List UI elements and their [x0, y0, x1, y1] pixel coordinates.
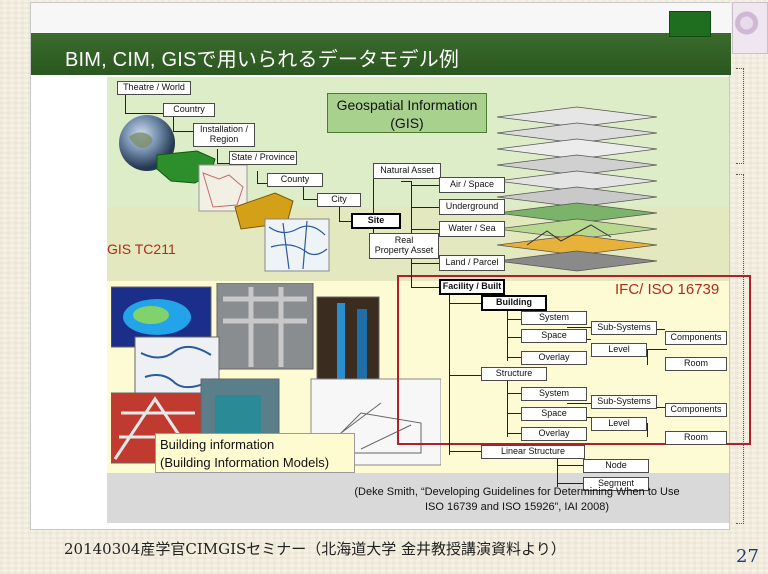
slide: BIM, CIM, GISで用いられるデータモデル例 [30, 2, 751, 530]
connector [257, 171, 258, 183]
node-land-parcel: Land / Parcel [439, 255, 505, 271]
node-space-1: Space [521, 329, 587, 343]
node-node: Node [583, 459, 649, 473]
node-underground: Underground [439, 199, 505, 215]
node-components-2: Components [665, 403, 727, 417]
connector [339, 207, 340, 221]
connector [303, 187, 304, 199]
connector [557, 483, 583, 484]
connector [339, 221, 351, 222]
bim-label: Building information (Building Informati… [155, 433, 355, 473]
connector [647, 349, 648, 365]
connector [507, 357, 521, 358]
connector [125, 113, 163, 114]
node-subsystems-1: Sub-Systems [591, 321, 657, 335]
connector [373, 173, 374, 239]
connector [637, 349, 667, 350]
connector [401, 181, 411, 182]
title-bar: BIM, CIM, GISで用いられるデータモデル例 [31, 3, 731, 75]
connector [217, 149, 218, 163]
citation-text: (Deke Smith, “Developing Guidelines for … [354, 486, 680, 513]
region-map-icon [198, 164, 248, 212]
slide-footer: 20140304産学官CIMGISセミナー（北海道大学 金井教授講演資料より） [64, 540, 566, 558]
data-model-figure: Geospatial Information (GIS) GIS TC211 I… [107, 77, 751, 523]
side-bracket [736, 68, 744, 164]
connector [303, 199, 319, 200]
connector [557, 459, 558, 487]
title-accent-block [669, 11, 711, 37]
globe-and-maps-illustration [119, 115, 330, 272]
node-linear-structure: Linear Structure [481, 445, 585, 459]
node-level-2: Level [591, 417, 647, 431]
connector [507, 433, 521, 434]
connector [647, 423, 648, 437]
mechanical-room-photo [216, 283, 314, 370]
node-room-2: Room [665, 431, 727, 445]
node-overlay-1: Overlay [521, 351, 587, 365]
city-map-icon [264, 218, 330, 272]
node-water-sea: Water / Sea [439, 221, 505, 237]
connector [411, 229, 439, 230]
connector [217, 163, 231, 164]
node-air-space: Air / Space [439, 177, 505, 193]
slide-title: BIM, CIM, GISで用いられるデータモデル例 [65, 49, 460, 71]
node-city: City [317, 193, 361, 207]
connector [507, 337, 521, 338]
page-number: 27 [736, 546, 759, 567]
connector [257, 183, 269, 184]
gis-tc211-label: GIS TC211 [107, 241, 176, 257]
gis-layers-illustration [496, 106, 658, 272]
node-system-2: System [521, 387, 587, 401]
connector [173, 131, 195, 132]
node-building: Building [481, 295, 547, 311]
connector [507, 319, 521, 320]
node-theatre-world: Theatre / World [117, 81, 191, 95]
connector [411, 237, 412, 287]
bim-label-text: Building information (Building Informati… [160, 437, 330, 470]
connector [411, 287, 439, 288]
connector [507, 309, 508, 361]
node-segment: Segment [583, 477, 649, 491]
connector [411, 185, 439, 186]
gis-label: Geospatial Information (GIS) [327, 93, 487, 133]
node-room-1: Room [665, 357, 727, 371]
node-space-2: Space [521, 407, 587, 421]
node-overlay-2: Overlay [521, 427, 587, 441]
factory-photo [316, 296, 380, 384]
node-state-province: State / Province [229, 151, 297, 165]
node-subsystems-2: Sub-Systems [591, 395, 657, 409]
connector [507, 381, 508, 437]
side-bracket [736, 174, 744, 524]
node-system-1: System [521, 311, 587, 325]
connector [449, 451, 481, 452]
connector [449, 375, 481, 376]
node-site: Site [351, 213, 401, 229]
connector [567, 327, 591, 328]
connector [449, 293, 450, 455]
connector [411, 207, 439, 208]
connector [173, 117, 174, 131]
node-installation-region: Installation / Region [193, 123, 255, 147]
connector [567, 403, 591, 404]
connector [507, 413, 521, 414]
node-components-1: Components [665, 331, 727, 345]
node-county: County [267, 173, 323, 187]
connector [557, 465, 583, 466]
node-structure: Structure [481, 367, 547, 381]
corner-decoration [732, 2, 768, 54]
connector [507, 393, 521, 394]
node-real-property-asset: Real Property Asset [369, 233, 439, 259]
ifc-frame [397, 275, 751, 445]
connector [411, 263, 439, 264]
citation: (Deke Smith, “Developing Guidelines for … [317, 485, 717, 515]
node-level-1: Level [591, 343, 647, 357]
ifc-label: IFC/ ISO 16739 [615, 281, 720, 298]
node-natural-asset: Natural Asset [373, 163, 441, 179]
gis-label-text: Geospatial Information (GIS) [336, 97, 478, 131]
node-facility-built: Facility / Built [439, 279, 505, 295]
connector [449, 303, 481, 304]
connector [125, 91, 126, 113]
node-country: Country [163, 103, 215, 117]
